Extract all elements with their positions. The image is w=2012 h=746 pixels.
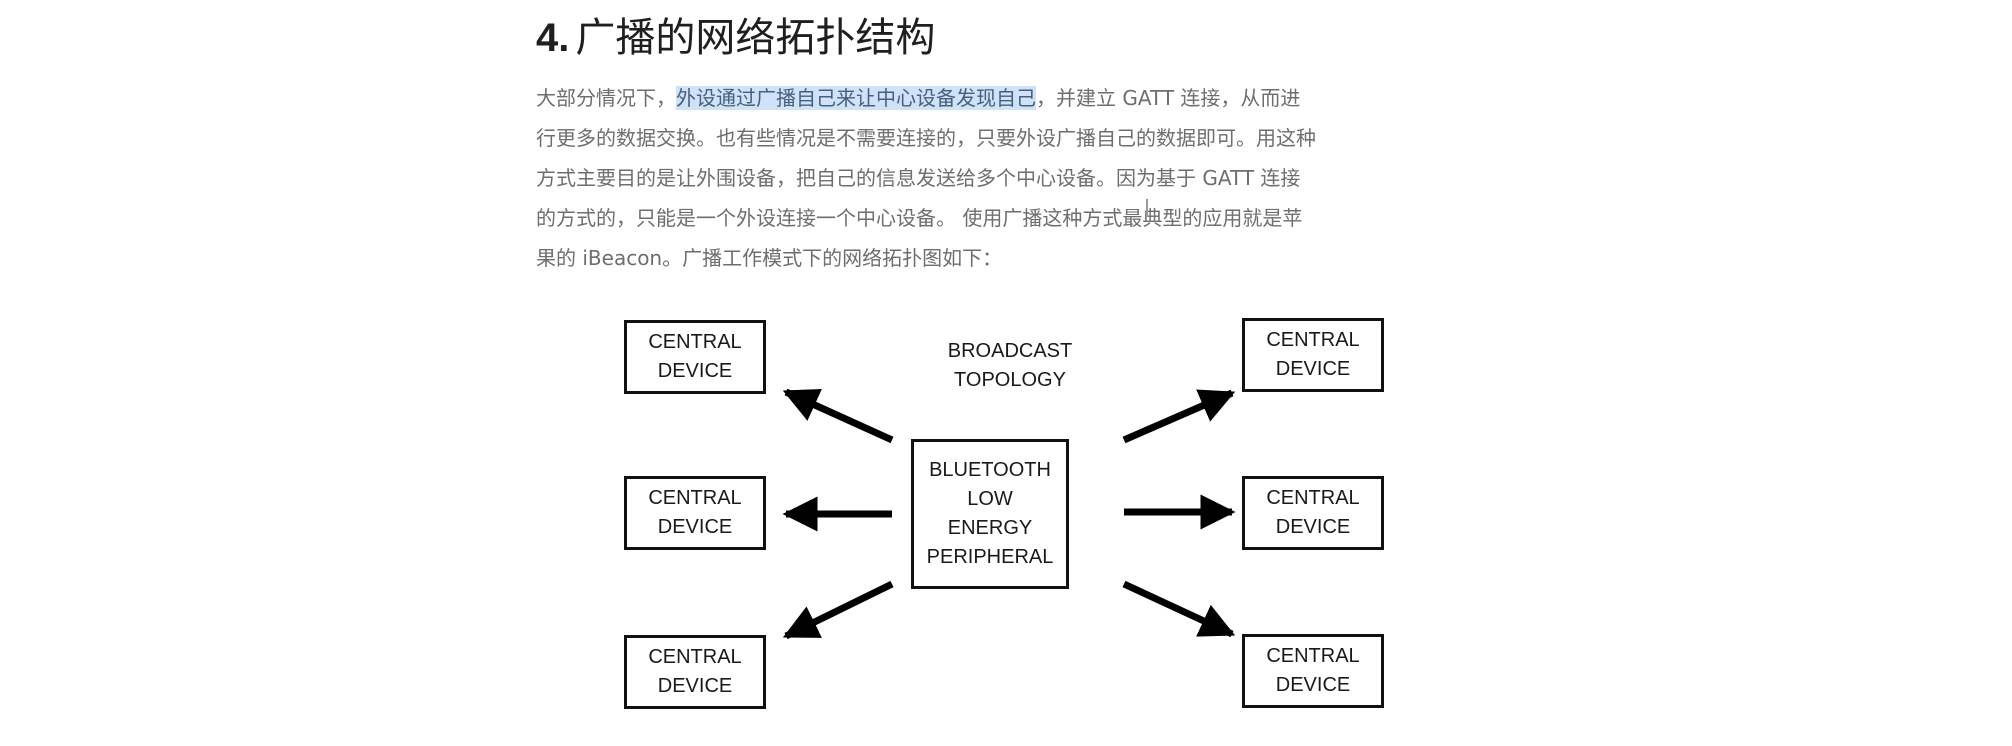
central-device-bottom-left: CENTRAL DEVICE [624,635,766,709]
central-label-line-1: CENTRAL [648,331,742,353]
paragraph-line-5: 果的 iBeacon。广播工作模式下的网络拓扑图如下： [536,246,1003,270]
paragraph-line-1: 大部分情况下，外设通过广播自己来让中心设备发现自己，并建立 GATT 连接，从而… [536,78,1486,118]
peripheral-label-line-3: ENERGY [947,517,1033,539]
central-label-line-2: DEVICE [657,360,733,382]
central-label-line-2: DEVICE [1275,358,1351,380]
arrow-top-right [1122,389,1236,444]
central-device-middle-left: CENTRAL DEVICE [624,476,766,550]
central-label-line-2: DEVICE [1275,516,1351,538]
body-paragraph: 大部分情况下，外设通过广播自己来让中心设备发现自己，并建立 GATT 连接，从而… [536,78,1486,278]
peripheral-label-line-2: LOW [967,488,1013,510]
line1-before: 大部分情况下， [536,86,676,110]
central-device-bottom-right: CENTRAL DEVICE [1242,634,1384,708]
central-label-line-1: CENTRAL [648,646,742,668]
central-label-line-1: CENTRAL [1266,487,1360,509]
central-label-line-1: CENTRAL [1266,645,1360,667]
paragraph-line-2: 行更多的数据交换。也有些情况是不需要连接的，只要外设广播自己的数据即可。用这种 [536,126,1316,150]
ble-peripheral-box: BLUETOOTH LOW ENERGY PERIPHERAL [911,439,1069,589]
section-title: 广播的网络拓扑结构 [575,15,936,61]
selected-text[interactable]: 外设通过广播自己来让中心设备发现自己 [676,86,1036,110]
central-device-top-right: CENTRAL DEVICE [1242,318,1384,392]
central-device-middle-right: CENTRAL DEVICE [1242,476,1384,550]
central-device-top-left: CENTRAL DEVICE [624,320,766,394]
central-label-line-1: CENTRAL [1266,329,1360,351]
central-label-line-2: DEVICE [657,675,733,697]
paragraph-line-4: 的方式的，只能是一个外设连接一个中心设备。 使用广播这种方式最典型的应用就是苹 [536,206,1303,230]
central-label-line-2: DEVICE [657,516,733,538]
section-number: 4. [536,16,570,60]
central-label-line-1: CENTRAL [648,487,742,509]
text-cursor-icon [1146,199,1148,217]
central-label-line-2: DEVICE [1275,674,1351,696]
peripheral-label-line-1: BLUETOOTH [929,459,1051,481]
arrow-top-left [782,388,894,444]
arrow-bottom-right [1122,580,1236,638]
line1-after: ，并建立 GATT 连接，从而进 [1036,86,1301,110]
peripheral-label-line-4: PERIPHERAL [926,546,1054,568]
topology-label-line-2: TOPOLOGY [954,369,1066,391]
paragraph-line-3: 方式主要目的是让外围设备，把自己的信息发送给多个中心设备。因为基于 GATT 连… [536,166,1301,190]
arrow-bottom-left [782,580,894,640]
topology-label: BROADCAST TOPOLOGY [930,337,1090,395]
topology-label-line-1: BROADCAST [947,340,1073,362]
section-heading: 4.广播的网络拓扑结构 [536,10,935,66]
